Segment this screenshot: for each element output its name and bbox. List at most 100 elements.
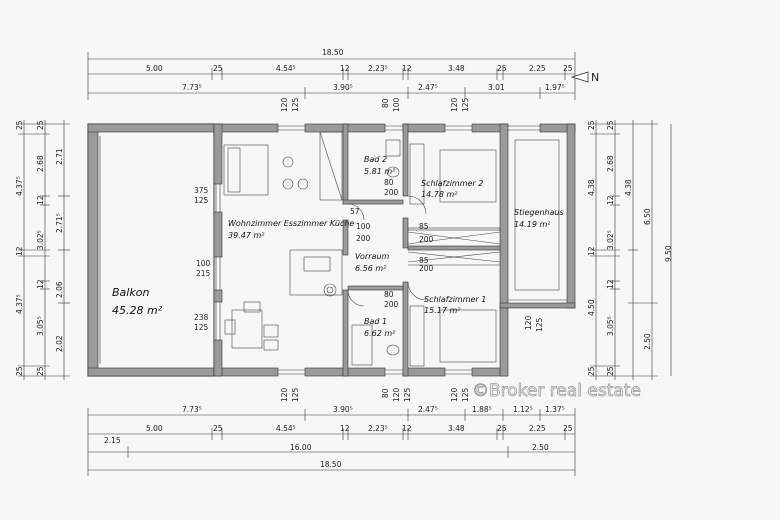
svg-text:25: 25 bbox=[15, 366, 24, 376]
svg-text:4.37⁵: 4.37⁵ bbox=[15, 176, 24, 196]
svg-text:25: 25 bbox=[587, 120, 596, 130]
dim-bot2-2: 25 bbox=[213, 424, 223, 433]
svg-text:200: 200 bbox=[419, 264, 434, 273]
dim-bot-2: 3.90⁵ bbox=[333, 405, 353, 414]
room-schlafzimmer1-area: 15.17 m² bbox=[424, 306, 461, 315]
dim-bot2-8: 25 bbox=[497, 424, 507, 433]
dim-top-5: 2.23⁵ bbox=[368, 64, 388, 73]
svg-text:200: 200 bbox=[356, 234, 371, 243]
room-balkon-area: 45.28 m² bbox=[112, 304, 163, 317]
dim-bot-6: 1.37⁵ bbox=[545, 405, 565, 414]
dim-top-1: 5.00 bbox=[146, 64, 163, 73]
room-bad1-area: 6.62 m² bbox=[364, 329, 396, 338]
dim-bot2-9: 2.25 bbox=[529, 424, 546, 433]
bottom-dimensions: 7.73⁵ 3.90⁵ 2.47⁵ 1.88⁵ 1.12⁵ 1.37⁵ 5.00… bbox=[87, 405, 576, 476]
dim-bot2-7: 3.48 bbox=[448, 424, 465, 433]
room-stiegenhaus-area: 14.19 m² bbox=[514, 220, 551, 229]
svg-text:12: 12 bbox=[36, 195, 45, 205]
svg-text:238: 238 bbox=[194, 313, 209, 322]
svg-text:2.06: 2.06 bbox=[55, 281, 64, 298]
svg-text:85: 85 bbox=[419, 256, 429, 265]
dim-top-7: 3.48 bbox=[448, 64, 465, 73]
svg-text:25: 25 bbox=[606, 120, 615, 130]
dim-bot3-1: 2.15 bbox=[104, 436, 121, 445]
svg-text:4.38: 4.38 bbox=[587, 179, 596, 196]
room-schlafzimmer2-name: Schlafzimmer 2 bbox=[421, 179, 483, 188]
dim-top2-4: 3.01 bbox=[488, 83, 505, 92]
svg-text:125: 125 bbox=[194, 323, 209, 332]
room-vorraum-area: 6.56 m² bbox=[355, 264, 387, 273]
svg-text:3.05⁵: 3.05⁵ bbox=[606, 316, 615, 336]
dim-bot2-1: 5.00 bbox=[146, 424, 163, 433]
svg-text:4.50: 4.50 bbox=[587, 299, 596, 316]
svg-text:12: 12 bbox=[587, 246, 596, 256]
dim-top-4: 12 bbox=[340, 64, 350, 73]
room-bad2-name: Bad 2 bbox=[364, 155, 387, 164]
svg-text:100: 100 bbox=[356, 222, 371, 231]
svg-text:375: 375 bbox=[194, 186, 209, 195]
dim-top-3: 4.54⁵ bbox=[276, 64, 296, 73]
room-wohnzimmer-name: Wohnzimmer Esszimmer Küche bbox=[228, 219, 354, 228]
dim-top2-5: 1.97⁵ bbox=[545, 83, 565, 92]
dim-top2-1: 7.73⁵ bbox=[182, 83, 202, 92]
svg-text:125: 125 bbox=[461, 97, 470, 112]
svg-text:12: 12 bbox=[606, 195, 615, 205]
dim-bot2-3: 4.54⁵ bbox=[276, 424, 296, 433]
svg-text:57: 57 bbox=[350, 207, 360, 216]
svg-text:120: 120 bbox=[280, 97, 289, 112]
dim-bot-5: 1.12⁵ bbox=[513, 405, 533, 414]
opening-labels: 375 125 100 215 238 125 120 125 80 100 1… bbox=[194, 97, 544, 402]
svg-text:25: 25 bbox=[36, 120, 45, 130]
dim-bot2-10: 25 bbox=[563, 424, 573, 433]
room-schlafzimmer1-name: Schlafzimmer 1 bbox=[424, 295, 486, 304]
svg-text:25: 25 bbox=[587, 366, 596, 376]
svg-text:125: 125 bbox=[403, 387, 412, 402]
svg-text:3.02⁵: 3.02⁵ bbox=[606, 230, 615, 250]
svg-text:100: 100 bbox=[392, 97, 401, 112]
svg-text:2.68: 2.68 bbox=[36, 155, 45, 172]
svg-text:125: 125 bbox=[535, 317, 544, 332]
svg-text:200: 200 bbox=[384, 188, 399, 197]
room-vorraum-name: Vorraum bbox=[355, 252, 389, 261]
room-labels: Balkon 45.28 m² Wohnzimmer Esszimmer Küc… bbox=[112, 155, 564, 338]
dim-top2-2: 3.90⁵ bbox=[333, 83, 353, 92]
dim-bot-4: 1.88⁵ bbox=[472, 405, 492, 414]
svg-text:80: 80 bbox=[384, 290, 394, 299]
svg-text:200: 200 bbox=[384, 300, 399, 309]
room-bad1-name: Bad 1 bbox=[364, 317, 387, 326]
svg-text:120: 120 bbox=[450, 97, 459, 112]
dim-top-total: 18.50 bbox=[322, 48, 344, 57]
top-dimensions: 18.50 5.00 25 4.54⁵ 12 2.23⁵ 12 3.48 25 … bbox=[87, 48, 599, 100]
svg-text:4.38: 4.38 bbox=[624, 179, 633, 196]
interior-walls bbox=[342, 123, 501, 377]
furniture bbox=[223, 131, 560, 367]
dim-bot2-6: 12 bbox=[402, 424, 412, 433]
svg-text:120: 120 bbox=[280, 387, 289, 402]
svg-text:120: 120 bbox=[450, 387, 459, 402]
svg-text:2.02: 2.02 bbox=[55, 335, 64, 352]
dim-top-6: 12 bbox=[402, 64, 412, 73]
svg-text:120: 120 bbox=[524, 315, 533, 330]
right-dimensions: 25 4.38 12 4.50 25 25 2.68 12 3.02⁵ 12 3… bbox=[587, 120, 673, 380]
svg-text:215: 215 bbox=[196, 269, 211, 278]
svg-text:4.37⁵: 4.37⁵ bbox=[15, 294, 24, 314]
dim-top-9: 2.25 bbox=[529, 64, 546, 73]
svg-text:25: 25 bbox=[606, 366, 615, 376]
svg-text:2.50: 2.50 bbox=[643, 333, 652, 350]
north-arrow: N bbox=[570, 71, 599, 84]
svg-text:2.68: 2.68 bbox=[606, 155, 615, 172]
svg-text:9.50: 9.50 bbox=[664, 245, 673, 262]
svg-text:125: 125 bbox=[194, 196, 209, 205]
svg-text:85: 85 bbox=[419, 222, 429, 231]
svg-text:2.71: 2.71 bbox=[55, 148, 64, 165]
dim-bot3-2: 16.00 bbox=[290, 443, 312, 452]
watermark: ©Broker real estate bbox=[472, 381, 641, 401]
dim-bot3-3: 2.50 bbox=[532, 443, 549, 452]
svg-text:100: 100 bbox=[196, 259, 211, 268]
room-wohnzimmer-area: 39.47 m² bbox=[228, 231, 265, 240]
svg-text:25: 25 bbox=[15, 120, 24, 130]
svg-text:125: 125 bbox=[291, 387, 300, 402]
dim-bot2-4: 12 bbox=[340, 424, 350, 433]
dim-bot-3: 2.47⁵ bbox=[418, 405, 438, 414]
